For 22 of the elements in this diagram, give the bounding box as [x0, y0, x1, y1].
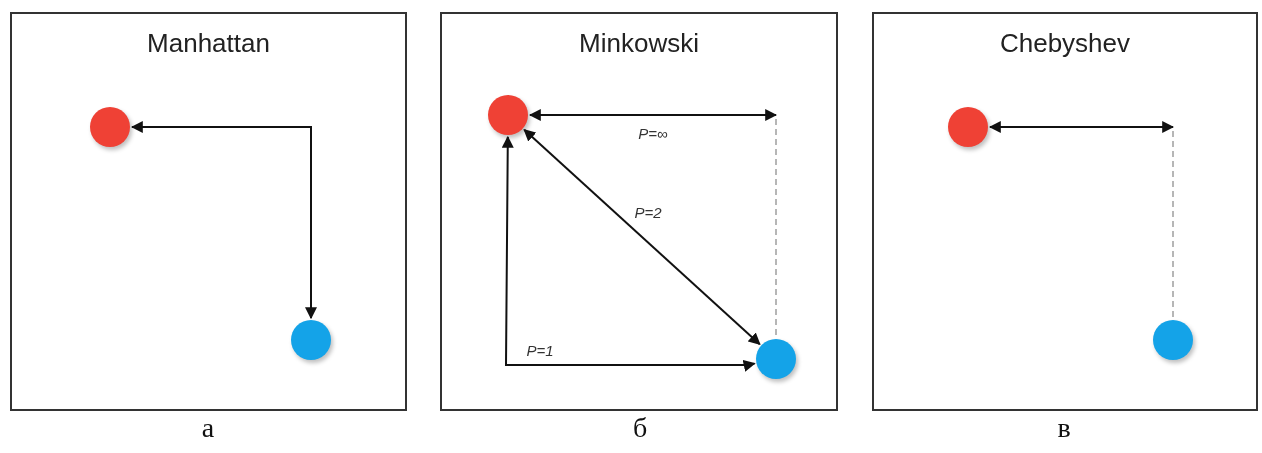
panel-frame [872, 12, 1258, 411]
arrow [523, 128, 761, 346]
point-dot [90, 107, 130, 147]
panel-frame [10, 12, 407, 411]
panel-caption: в [1057, 412, 1071, 444]
point-dot [291, 320, 331, 360]
point-dot [1153, 320, 1193, 360]
dashed-line [775, 118, 777, 338]
arrow [501, 135, 756, 372]
arrow [528, 109, 778, 121]
panel-title: Manhattan [147, 28, 270, 59]
panel-frame [440, 12, 838, 411]
panel-caption: а [201, 412, 215, 444]
arrow [988, 121, 1175, 133]
arrow [130, 121, 317, 320]
point-dot [488, 95, 528, 135]
panel-title: Minkowski [579, 28, 699, 59]
point-dot [948, 107, 988, 147]
panel-title: Chebyshev [999, 28, 1131, 59]
point-dot [756, 339, 796, 379]
dashed-line [1172, 130, 1174, 319]
panel-caption: б [632, 412, 648, 444]
